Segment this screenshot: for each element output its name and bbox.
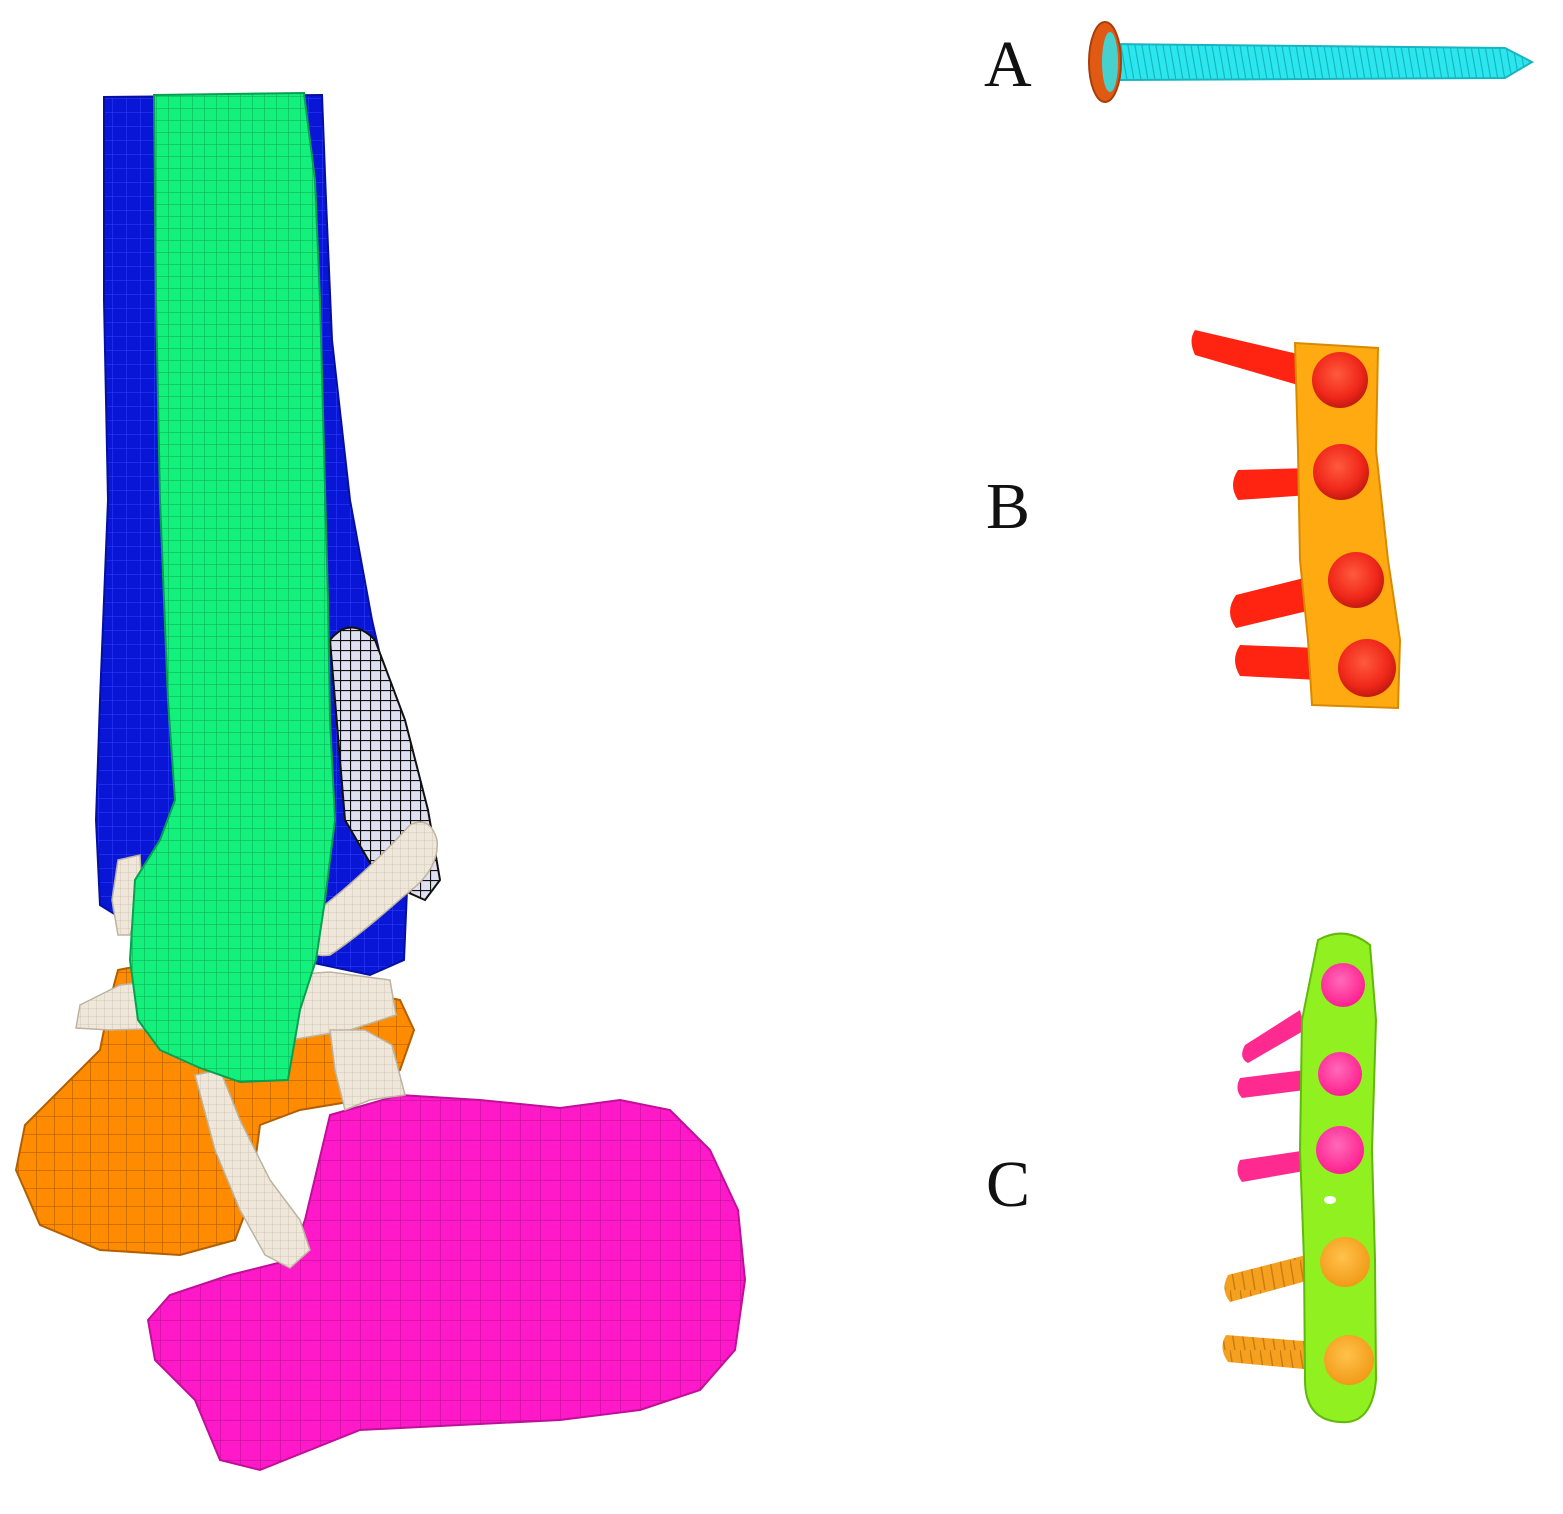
screw-b-2-head (1313, 444, 1369, 500)
screw-c-1-shaft (1242, 1010, 1305, 1063)
ankle-model (14, 91, 747, 1472)
panel-label-c: C (986, 1148, 1031, 1221)
fibula-bone (128, 91, 337, 1084)
screw-c-4-shaft (1224, 1255, 1310, 1302)
screw-b-1-shaft (1191, 330, 1302, 385)
screw-c-3-shaft (1237, 1150, 1310, 1182)
screw-b-3-head (1328, 552, 1384, 608)
screw-b-1-head (1312, 352, 1368, 408)
screw-b-3-shaft (1230, 575, 1320, 628)
plate-b (1293, 341, 1402, 710)
screw-c-2-head (1318, 1052, 1362, 1096)
screw-b-4-head (1338, 639, 1396, 697)
screw-c-2-shaft (1237, 1070, 1305, 1098)
panel-a-screw (1088, 21, 1535, 103)
calcaneus-bone (146, 1093, 747, 1472)
screw-c-5-shaft (1222, 1335, 1316, 1370)
ligament-posterior (194, 1069, 311, 1269)
screw-c-1-head (1321, 963, 1365, 1007)
plate-c-empty-hole (1324, 1196, 1336, 1204)
ligament-deltoid (303, 821, 438, 957)
plate-c (1298, 932, 1378, 1424)
panel-b-plate-assembly (1191, 330, 1402, 710)
panel-label-b: B (986, 470, 1031, 543)
screw-c-3-head (1316, 1126, 1364, 1174)
screw-head-inner (1102, 32, 1118, 92)
panel-c-plate-assembly (1222, 932, 1378, 1424)
panel-label-a: A (984, 28, 1032, 101)
screw-c-4-head (1320, 1237, 1370, 1287)
screw-c-5-head (1324, 1335, 1374, 1385)
screw-b-2-shaft (1233, 468, 1310, 500)
ligament-calcaneofibular (329, 1029, 406, 1112)
screw-shaft-threaded (1111, 42, 1535, 82)
screw-b-4-shaft (1235, 645, 1318, 680)
